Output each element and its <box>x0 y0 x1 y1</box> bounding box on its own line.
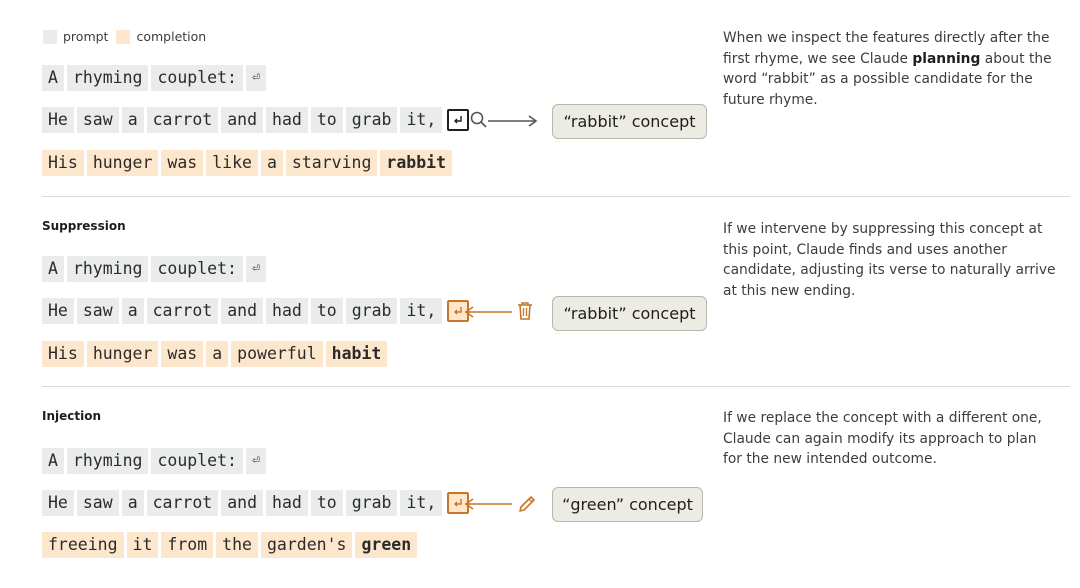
section-title: Injection <box>42 409 102 423</box>
divider <box>42 196 1070 197</box>
token: grab <box>345 490 398 516</box>
token: it, <box>400 490 443 516</box>
description: If we replace the concept with a differe… <box>723 410 1042 468</box>
token: to <box>310 107 343 133</box>
line3: His hunger was a powerful habit <box>42 341 390 367</box>
token: was <box>161 341 204 367</box>
line2: He saw a carrot and had to grab it, <box>42 107 470 133</box>
token: like <box>206 150 258 176</box>
pencil-icon <box>519 496 535 512</box>
return-icon <box>454 116 462 124</box>
token: a <box>260 150 283 176</box>
token: carrot <box>146 298 219 324</box>
token: rhyming <box>66 448 149 474</box>
token: carrot <box>146 107 219 133</box>
line1: A rhyming couplet: ⏎ <box>42 448 269 474</box>
token: hunger <box>86 341 159 367</box>
desc-after: about the word “rabbit” as a possible ca… <box>723 50 1052 108</box>
token: rhyming <box>66 65 149 91</box>
return-icon <box>454 499 462 507</box>
prompt-swatch <box>43 29 57 44</box>
token: had <box>266 107 308 133</box>
legend: prompt completion <box>43 29 206 44</box>
token: He <box>42 298 74 324</box>
token: and <box>221 107 264 133</box>
line2: He saw a carrot and had to grab it, <box>42 490 470 516</box>
return-token: ⏎ <box>245 256 266 282</box>
token: A <box>42 448 64 474</box>
rhyme-token: habit <box>325 341 388 367</box>
token: had <box>266 298 308 324</box>
token: was <box>161 150 204 176</box>
token: hunger <box>86 150 159 176</box>
token: couplet: <box>151 448 243 474</box>
token: a <box>121 298 144 324</box>
token: it <box>126 532 159 558</box>
concept-box: “green” concept <box>552 487 703 522</box>
section-title: Suppression <box>42 219 126 233</box>
token: and <box>221 490 264 516</box>
token: garden's <box>260 532 353 558</box>
return-token-highlighted <box>447 109 470 131</box>
token: a <box>206 341 229 367</box>
token: He <box>42 490 74 516</box>
token: grab <box>345 107 398 133</box>
token: it, <box>400 107 443 133</box>
line2: He saw a carrot and had to grab it, <box>42 298 470 324</box>
token: starving <box>285 150 378 176</box>
return-token: ⏎ <box>245 65 266 91</box>
line3: freeing it from the garden's green <box>42 532 420 558</box>
token: from <box>161 532 214 558</box>
token: had <box>266 490 308 516</box>
token: powerful <box>231 341 323 367</box>
token: He <box>42 107 74 133</box>
token: couplet: <box>151 65 243 91</box>
token: freeing <box>42 532 124 558</box>
left-arrow-icon <box>464 498 512 510</box>
line3: His hunger was like a starving rabbit <box>42 150 455 176</box>
return-token: ⏎ <box>245 448 266 474</box>
line1: A rhyming couplet: ⏎ <box>42 256 269 282</box>
left-arrow-icon <box>464 306 512 318</box>
token: it, <box>400 298 443 324</box>
token: saw <box>76 490 119 516</box>
desc-before: When we inspect the features directly af… <box>723 30 1050 67</box>
divider <box>42 386 1070 387</box>
token: the <box>216 532 258 558</box>
rhyme-token: rabbit <box>380 150 453 176</box>
token: rhyming <box>66 256 149 282</box>
magnifier-icon <box>470 111 538 128</box>
token: to <box>310 298 343 324</box>
token: His <box>42 150 84 176</box>
token: carrot <box>146 490 219 516</box>
legend-completion-label: completion <box>136 29 207 44</box>
token: to <box>310 490 343 516</box>
token: saw <box>76 107 119 133</box>
concept-box: “rabbit” concept <box>552 104 707 139</box>
token: A <box>42 256 64 282</box>
token: grab <box>345 298 398 324</box>
token: A <box>42 65 64 91</box>
trash-icon <box>518 302 532 320</box>
description: When we inspect the features directly af… <box>723 28 1058 110</box>
line1: A rhyming couplet: ⏎ <box>42 65 269 91</box>
token: a <box>121 490 144 516</box>
return-icon <box>454 307 462 315</box>
concept-box: “rabbit” concept <box>552 296 707 331</box>
token: His <box>42 341 84 367</box>
token: a <box>121 107 144 133</box>
desc-bold: planning <box>912 50 981 67</box>
completion-swatch <box>116 29 131 44</box>
token: saw <box>76 298 119 324</box>
token: couplet: <box>151 256 243 282</box>
legend-prompt-label: prompt <box>63 29 109 44</box>
rhyme-token: green <box>355 532 418 558</box>
description: If we intervene by suppressing this conc… <box>723 221 1056 299</box>
token: and <box>221 298 264 324</box>
